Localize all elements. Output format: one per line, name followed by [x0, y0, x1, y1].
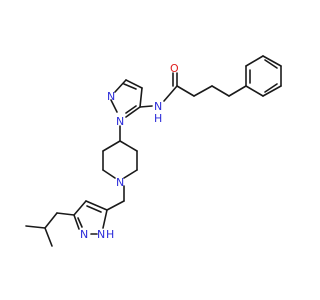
bond	[139, 105, 153, 108]
bond	[125, 105, 137, 114]
atom-label-pyrazole2-n-right: N	[97, 228, 105, 241]
bond	[119, 140, 138, 152]
atom-label-amide-o: O	[170, 62, 179, 75]
bond	[245, 85, 264, 97]
bond	[114, 79, 127, 93]
bond	[163, 85, 178, 102]
bond	[102, 169, 116, 179]
bond	[125, 106, 141, 118]
bond	[110, 99, 118, 113]
bond	[44, 212, 58, 229]
bond	[106, 200, 125, 211]
bond	[85, 200, 108, 211]
bond	[86, 205, 102, 213]
bond	[176, 85, 195, 97]
bond	[211, 85, 230, 97]
bond	[193, 85, 213, 97]
atom-label-amide-h: H	[154, 112, 162, 125]
bond	[264, 59, 278, 69]
bond	[228, 85, 247, 97]
bond	[125, 79, 143, 89]
bonds	[25, 55, 282, 247]
bond	[44, 227, 53, 247]
atom-label-n-pyrazole-top: N	[107, 90, 115, 103]
bond	[123, 83, 137, 90]
bond	[56, 212, 75, 216]
bond	[245, 55, 264, 67]
atom-labels: N N N H O N N N H	[80, 62, 179, 241]
bond	[262, 85, 282, 97]
bond	[262, 55, 282, 67]
bond	[264, 83, 278, 93]
bond	[102, 140, 121, 152]
bond	[77, 217, 83, 228]
bond	[73, 214, 80, 230]
atom-label-n-pyrazole-bottom: N	[116, 115, 124, 128]
atom-label-amide-n: N	[154, 100, 162, 113]
atom-label-piperidine-n: N	[116, 176, 124, 189]
atom-label-pyrazole2-h: H	[106, 228, 114, 241]
bond	[139, 87, 143, 108]
molecule-structure-canvas: N N N H O N N N H	[25, 55, 282, 247]
bond	[102, 209, 108, 229]
atom-label-pyrazole2-n-left: N	[80, 228, 88, 241]
bond	[25, 225, 46, 229]
bond	[123, 169, 138, 179]
bond	[73, 200, 87, 216]
